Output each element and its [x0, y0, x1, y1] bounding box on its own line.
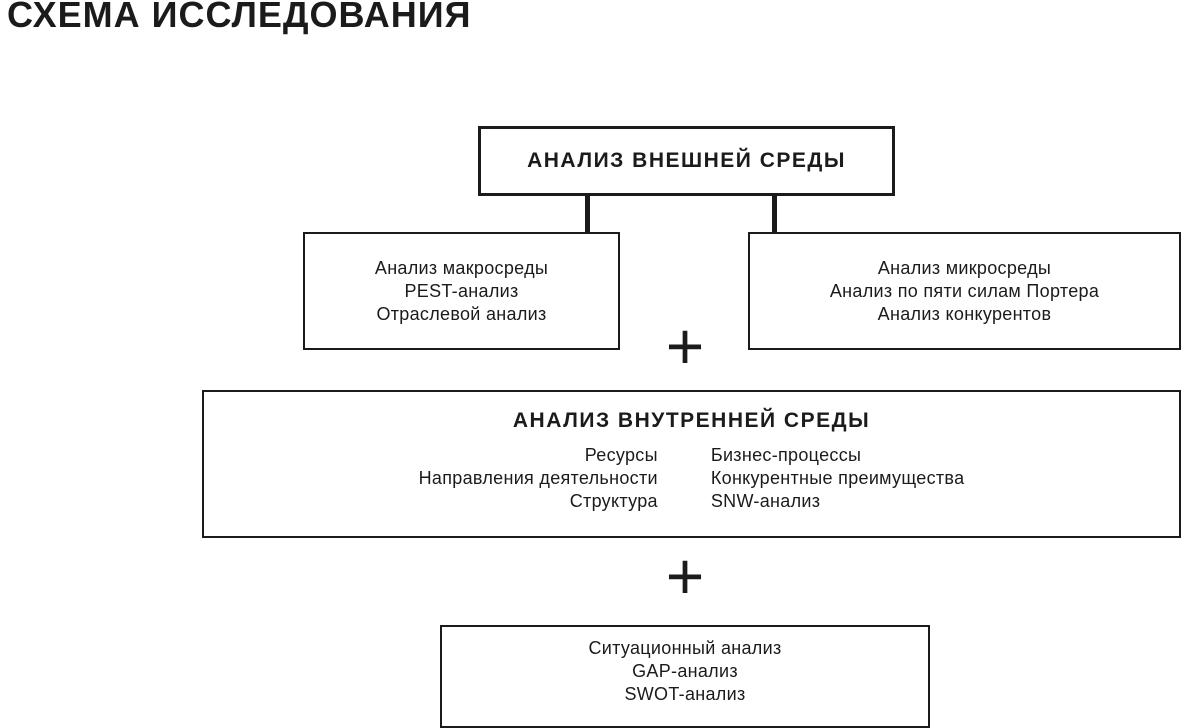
connector-line-left: [585, 194, 590, 234]
situational-line-1: Ситуационный анализ: [588, 638, 782, 658]
internal-right-line-1: Бизнес-процессы: [710, 445, 862, 465]
macro-line-1: Анализ макросреды: [374, 257, 549, 278]
plus-icon: +: [665, 539, 705, 613]
internal-analysis-box: АНАЛИЗ ВНУТРЕННЕЙ СРЕДЫ Ресурсы Направле…: [202, 390, 1181, 538]
internal-analysis-title: АНАЛИЗ ВНУТРЕННЕЙ СРЕДЫ: [512, 409, 871, 432]
micro-line-1: Анализ микросреды: [877, 257, 1052, 278]
connector-line-right: [772, 194, 777, 234]
situational-analysis-box: Ситуационный анализ GAP-анализ SWOT-анал…: [440, 625, 930, 728]
page-title: СХЕМА ИССЛЕДОВАНИЯ: [7, 0, 472, 35]
internal-columns: Ресурсы Направления деятельности Структу…: [204, 444, 1179, 513]
internal-right-column: Бизнес-процессы Конкурентные преимуществ…: [711, 444, 965, 513]
macro-analysis-box: Анализ макросреды PEST-анализ Отраслевой…: [303, 232, 620, 350]
external-analysis-title: АНАЛИЗ ВНЕШНЕЙ СРЕДЫ: [527, 149, 846, 172]
situational-line-3: SWOT-анализ: [624, 684, 746, 704]
micro-analysis-box: Анализ микросреды Анализ по пяти силам П…: [748, 232, 1181, 350]
situational-line-2: GAP-анализ: [632, 661, 738, 681]
internal-left-line-3: Структура: [569, 491, 658, 511]
internal-right-line-3: SNW-анализ: [710, 491, 821, 511]
macro-line-3: Отраслевой анализ: [376, 303, 547, 324]
external-analysis-box: АНАЛИЗ ВНЕШНЕЙ СРЕДЫ: [478, 126, 895, 196]
internal-left-line-2: Направления деятельности: [418, 468, 658, 488]
internal-left-column: Ресурсы Направления деятельности Структу…: [419, 444, 658, 513]
macro-line-2: PEST-анализ: [404, 280, 519, 301]
micro-line-3: Анализ конкурентов: [877, 303, 1052, 324]
internal-left-line-1: Ресурсы: [584, 445, 658, 465]
micro-line-2: Анализ по пяти силам Портера: [829, 280, 1100, 301]
plus-icon: +: [665, 309, 705, 383]
internal-right-line-2: Конкурентные преимущества: [710, 468, 965, 488]
